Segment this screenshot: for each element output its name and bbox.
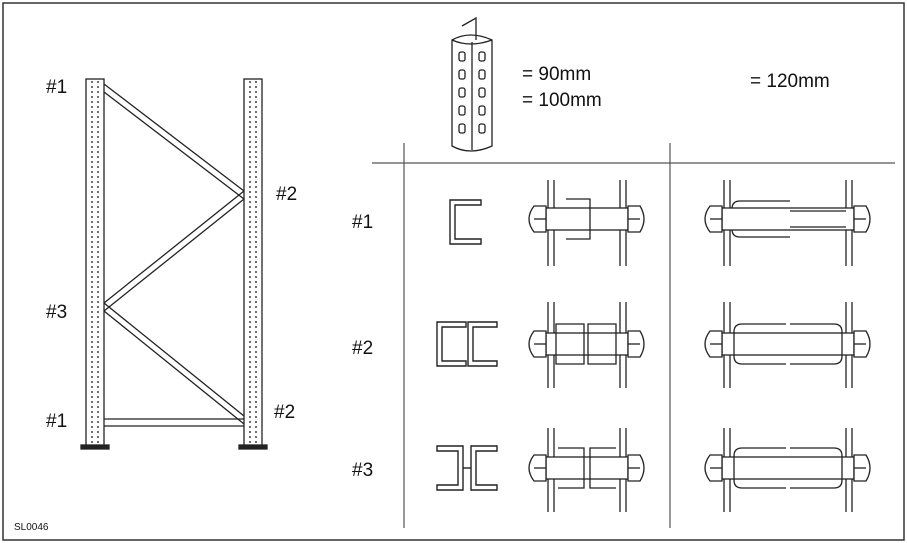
frame-label-right-lower: #2 bbox=[274, 402, 295, 423]
frame-label-right-upper: #2 bbox=[276, 184, 297, 205]
row-label-2: #2 bbox=[352, 338, 373, 359]
bolt-assembly-r2-wide bbox=[704, 302, 871, 388]
size-label-120mm: = 120mm bbox=[750, 71, 830, 92]
right-upright bbox=[238, 78, 268, 450]
horizontal-brace bbox=[104, 418, 244, 427]
left-upright bbox=[80, 78, 110, 450]
diagonal-braces bbox=[103, 83, 245, 425]
upright-post-illustration bbox=[451, 16, 493, 152]
size-label-100mm: = 100mm bbox=[522, 90, 602, 111]
row-label-3: #3 bbox=[352, 460, 373, 481]
profile-single-c bbox=[449, 199, 482, 245]
frame-label-top-left: #1 bbox=[46, 77, 67, 98]
bolt-assembly-r3-wide bbox=[704, 428, 871, 512]
profile-double-c bbox=[436, 321, 498, 367]
figure-code: SL0046 bbox=[14, 522, 49, 533]
bolt-assembly-r1-narrow bbox=[528, 180, 645, 266]
bolt-assembly-r1-wide bbox=[704, 180, 871, 266]
bolt-assembly-r2-narrow bbox=[528, 302, 645, 388]
profile-double-c-facing bbox=[436, 445, 498, 491]
size-label-90mm: = 90mm bbox=[522, 64, 591, 85]
upright-frame bbox=[80, 78, 268, 450]
frame-label-left-middle: #3 bbox=[46, 302, 67, 323]
row-label-1: #1 bbox=[352, 212, 373, 233]
frame-label-bottom-left: #1 bbox=[46, 411, 67, 432]
bolt-assembly-r3-narrow bbox=[528, 428, 645, 512]
table-grid bbox=[372, 143, 895, 528]
